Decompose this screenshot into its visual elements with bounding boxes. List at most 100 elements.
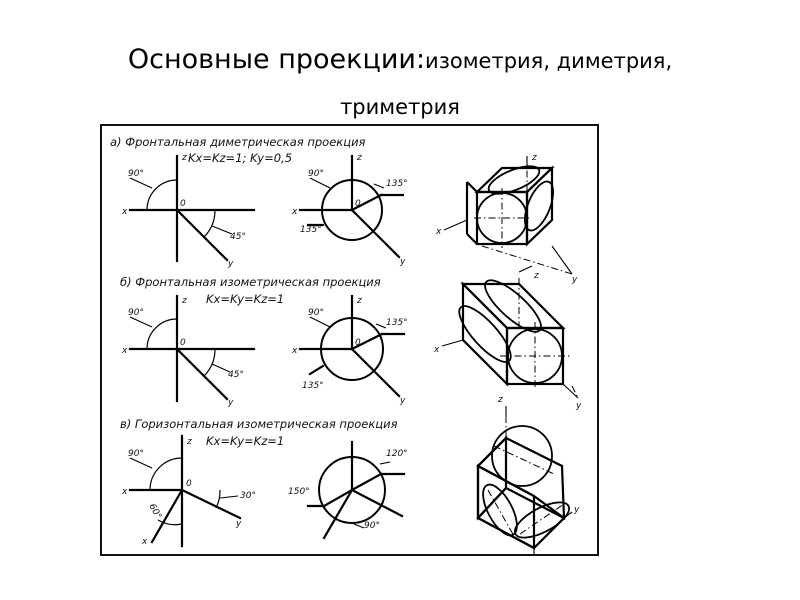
title-colon: : (415, 44, 426, 75)
title-rest-line1: изометрия, диметрия, (425, 49, 673, 73)
radius (350, 332, 384, 351)
angle-label: 135° (386, 179, 408, 189)
projections-diagram: а) Фронтальная диметрическая проекция Kx… (110, 135, 582, 554)
title-main: Основные проекции (127, 44, 416, 75)
angle-label: 90° (128, 169, 144, 179)
radius (350, 193, 383, 212)
y-axis (175, 208, 229, 262)
section-b-axes: z x y 0 90° 45° (121, 294, 256, 408)
axis-x-label: x (121, 346, 128, 356)
axis-z-label: z (497, 395, 503, 405)
cube-edge (466, 181, 478, 193)
cube-side-face (461, 281, 509, 387)
section-a-title: а) Фронтальная диметрическая проекция (110, 135, 366, 149)
axis-x-label: x (291, 346, 298, 356)
origin-label: 0 (355, 199, 361, 209)
axis-z-label: z (181, 296, 187, 306)
section-c-axes: z x x y 0 90° 60° 30° (121, 434, 256, 548)
angle-label: 135° (302, 381, 324, 391)
y-axis (350, 488, 404, 518)
leader-line (129, 177, 153, 189)
axis-z-label: z (181, 153, 187, 163)
section-a-circle: z x y 0 90° 135° 135° (291, 153, 408, 267)
leader-line (309, 316, 331, 328)
section-b: б) Фронтальная изометрическая проекция K… (120, 265, 582, 411)
axis-y-label: y (399, 396, 406, 406)
axis-z-label: z (356, 296, 362, 306)
leader-line (219, 495, 239, 499)
axis-x-label: x (121, 487, 128, 497)
angle-arc (146, 318, 178, 350)
cube-top-face (476, 436, 566, 521)
axis-y-label: y (571, 275, 578, 285)
leader-line (353, 523, 365, 529)
top-circle (491, 425, 553, 487)
angle-label: 90° (128, 449, 144, 459)
title-rest-line2: триметрия (340, 95, 460, 119)
section-b-circle: z x y 0 90° 135° 135° (291, 294, 408, 406)
radius (308, 364, 325, 376)
angle-label: 45° (228, 370, 244, 380)
centerline (487, 489, 515, 537)
angle-arc (215, 489, 221, 509)
section-c-title: в) Горизонтальная изометрическая проекци… (120, 417, 398, 431)
axis-stub (551, 245, 573, 275)
angle-arc (146, 179, 178, 211)
cube-side-face (525, 165, 554, 247)
section-c-circle: 150° 120° 90° (288, 440, 408, 540)
leader-line (375, 323, 387, 329)
section-a-axes: z x y 0 90° 45° (121, 153, 256, 269)
leader-line (129, 316, 153, 328)
angle-label: 120° (386, 449, 408, 459)
axis-z-label: z (356, 153, 362, 163)
axis-x-label: x (291, 207, 298, 217)
section-b-title: б) Фронтальная изометрическая проекция (120, 275, 381, 289)
axis-z-label: z (531, 153, 537, 163)
axis-y-label: y (575, 401, 582, 411)
axis-x-label: x (141, 537, 148, 547)
origin-label: 0 (180, 199, 186, 209)
x-axis-rotated (150, 488, 184, 544)
y-axis (175, 347, 229, 401)
angle-label: 30° (240, 491, 256, 501)
origin-label: 0 (186, 479, 192, 489)
top-ellipse (484, 279, 542, 333)
axis-y-label: y (227, 398, 234, 408)
axis-stub (518, 265, 533, 273)
front-ellipse (514, 501, 570, 539)
x-axis (322, 488, 354, 508)
leader-line (373, 183, 385, 189)
angle-arc (157, 519, 183, 526)
axis-stub (441, 339, 464, 347)
side-ellipse (482, 483, 518, 537)
section-b-coef: Kx=Ky=Kz=1 (206, 292, 284, 306)
angle-label: 150° (288, 487, 310, 497)
section-a-cube: z x y (435, 153, 578, 285)
leader-line (211, 363, 231, 373)
axis-y-label: y (399, 257, 406, 267)
side-ellipse (458, 305, 512, 363)
axis-y-label: y (235, 519, 242, 529)
y-axis (350, 208, 401, 259)
section-c-cube: z y (476, 395, 580, 554)
axis-x-label: x (435, 227, 442, 237)
section-c-coef: Kx=Ky=Kz=1 (206, 434, 284, 448)
angle-label: 60° (146, 502, 163, 521)
leader-line (211, 225, 233, 235)
axis-y-label: y (227, 259, 234, 269)
centerline (481, 245, 573, 275)
angle-arc (149, 457, 183, 491)
origin-label: 0 (355, 338, 361, 348)
angle-label: 90° (364, 521, 380, 531)
section-a: а) Фронтальная диметрическая проекция Kx… (110, 135, 578, 285)
centerline (519, 503, 565, 535)
angle-label: 90° (308, 169, 324, 179)
axis-x-label: x (121, 207, 128, 217)
axis-y-label: y (573, 505, 580, 515)
axis-stub (563, 511, 573, 519)
side-ellipse (523, 180, 555, 232)
angle-label: 90° (308, 308, 324, 318)
angle-label: 135° (386, 318, 408, 328)
axis-z-label: z (533, 271, 539, 281)
x-axis-rotated (322, 488, 354, 540)
